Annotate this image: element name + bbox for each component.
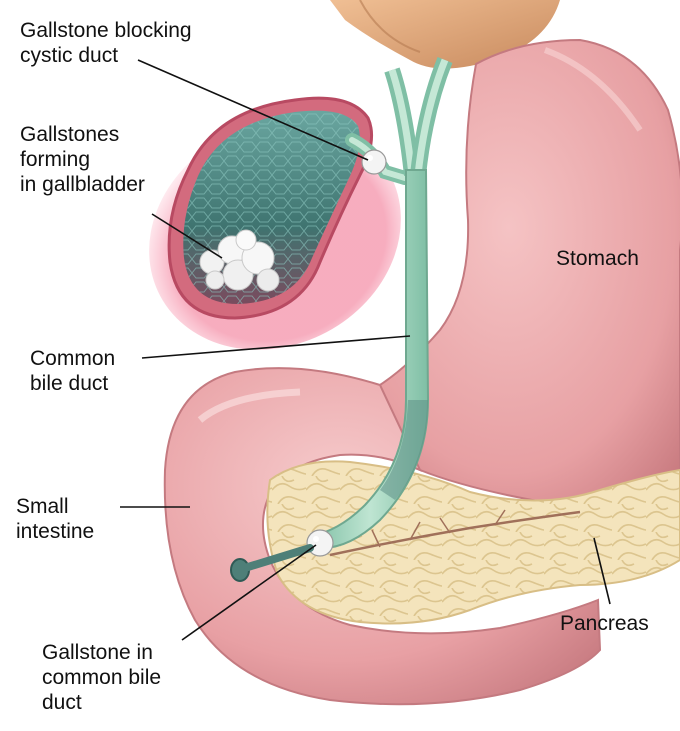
label-stomach: Stomach	[556, 247, 639, 270]
gallstones-cluster	[199, 229, 280, 292]
label-small-intestine: Small intestine	[16, 495, 95, 543]
label-pancreas: Pancreas	[560, 612, 649, 635]
leader-gallstones-forming	[151, 213, 223, 259]
small-intestine	[163, 367, 602, 706]
leader-gallstone-blocking	[137, 59, 369, 161]
label-gallstone-blocking: Gallstone blocking cystic duct	[20, 19, 192, 67]
leader-gallstone-in-duct	[181, 544, 317, 641]
cystic-duct-stone	[361, 149, 387, 175]
leader-common-bile-duct	[141, 335, 411, 359]
label-gallstones-forming: Gallstones forming in gallbladder	[20, 123, 145, 196]
label-gallstone-in-duct: Gallstone in common bile duct	[42, 641, 162, 714]
leader-pancreas	[593, 537, 611, 605]
stomach	[365, 38, 680, 510]
label-common-bile-duct: Common bile duct	[30, 347, 116, 395]
leader-lines	[120, 59, 611, 641]
common-bile-duct-stone	[306, 529, 334, 557]
